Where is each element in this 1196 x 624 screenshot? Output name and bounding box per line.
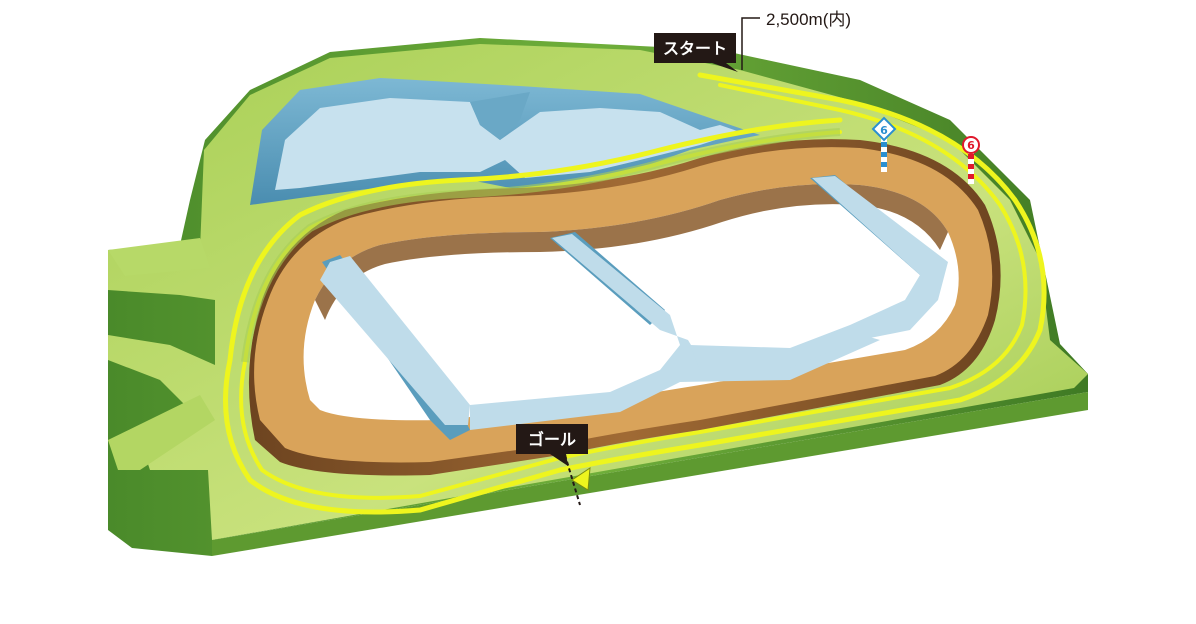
distance-label: 2,500m(内) — [766, 10, 851, 29]
turf-inner-band — [241, 128, 841, 363]
inner-furlong-marker: 6 — [871, 116, 897, 172]
goal-label: ゴール — [528, 430, 576, 449]
goal-callout: ゴール — [516, 424, 588, 466]
inner-marker-number: 6 — [880, 124, 888, 137]
infield-lake — [320, 175, 948, 440]
outer-marker-number: 6 — [967, 139, 975, 152]
direction-arrow-icon — [571, 467, 591, 491]
start-label: スタート — [663, 39, 727, 58]
start-callout: 2,500m(内) スタート — [654, 10, 851, 72]
upper-lake — [250, 78, 760, 205]
outer-furlong-marker: 6 — [962, 136, 980, 184]
